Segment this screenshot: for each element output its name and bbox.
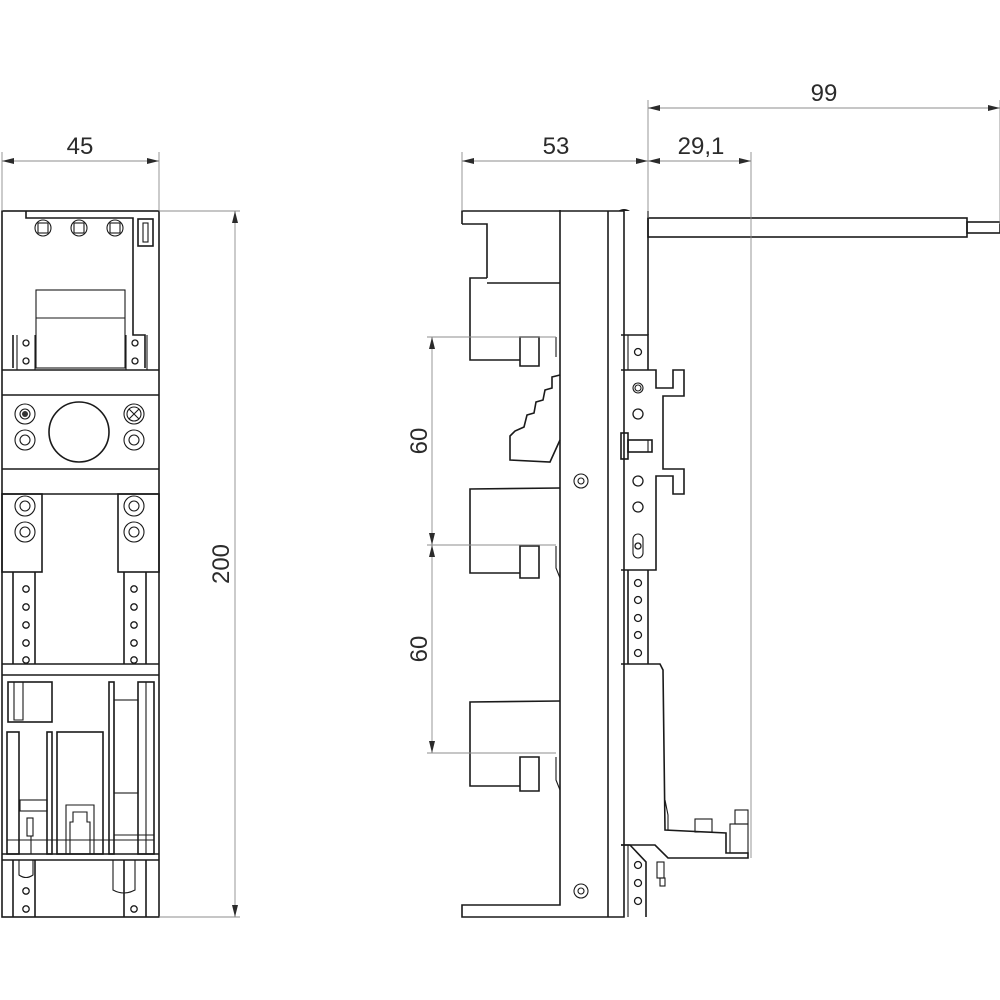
dimension-overall-99: 99 — [648, 80, 1000, 224]
side-rail-plate — [620, 211, 749, 917]
dimension-depth-53: 53 — [461, 100, 649, 218]
side-view — [461, 209, 1000, 918]
top-terminal-screws — [34, 219, 124, 237]
dim-label-depth: 53 — [543, 133, 570, 160]
top-indicator — [137, 218, 154, 247]
dimension-pitch-60-lower: 60 — [406, 545, 556, 754]
dim-label-pitch-upper: 60 — [406, 428, 433, 455]
rotary-knob-area — [14, 401, 145, 463]
dim-label-pitch-lower: 60 — [406, 636, 433, 663]
rotary-knob — [48, 401, 110, 463]
contactor-section — [6, 681, 155, 855]
side-module-3 — [469, 700, 561, 792]
dim-label-height: 200 — [208, 544, 235, 584]
extension-rod — [647, 217, 968, 238]
dim-label-overall: 99 — [811, 80, 838, 107]
side-module-2 — [469, 487, 561, 579]
dimension-pitch-60-upper: 60 — [406, 336, 556, 546]
perforated-rails-mid — [12, 572, 147, 664]
dimension-width-45: 45 — [1, 133, 160, 211]
dimension-height-200: 200 — [159, 210, 240, 918]
front-view — [1, 210, 160, 918]
dim-label-width: 45 — [67, 133, 94, 160]
mid-terminals — [1, 493, 160, 573]
dimension-offset-29-1: 29,1 — [648, 133, 752, 858]
dim-label-offset: 29,1 — [678, 133, 725, 160]
perforated-rails-bottom — [12, 860, 147, 917]
side-module-1 — [469, 277, 561, 463]
